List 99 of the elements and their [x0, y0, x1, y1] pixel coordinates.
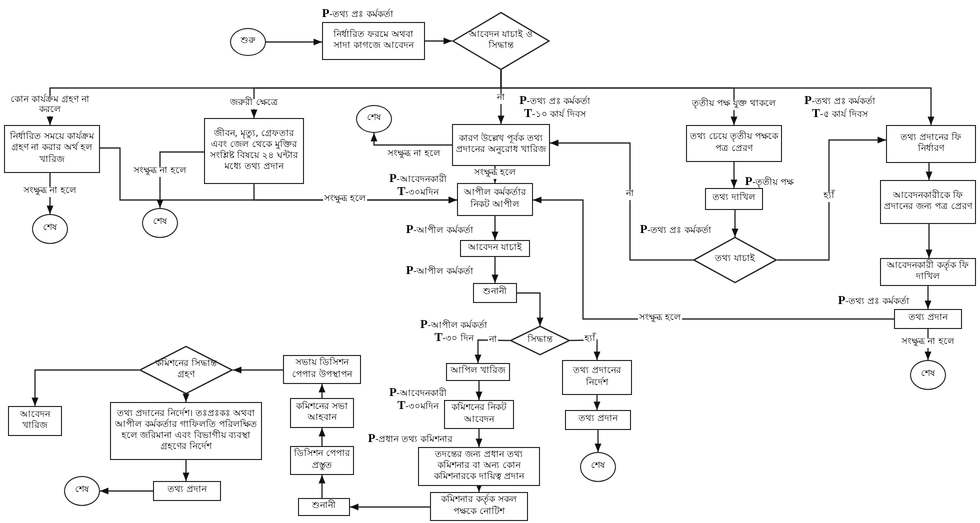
arrow	[926, 163, 932, 180]
arrow	[732, 210, 738, 237]
decision-diamond: সিদ্ধান্ত	[510, 326, 570, 355]
arrow	[425, 38, 452, 44]
arrow	[594, 430, 602, 452]
arrow	[32, 369, 139, 406]
process-box: আবেদন খারিজ	[8, 406, 62, 436]
annotation: T-৫ কার্য দিবস	[812, 106, 868, 121]
process-box: কমিশনের সভা আহবান	[290, 398, 354, 428]
annotation: P-আপীল কর্মকর্তা	[420, 317, 488, 332]
arrow	[476, 381, 482, 400]
annotation: P-আবেদনকারী	[389, 171, 447, 186]
edge-label: সংক্ষুব্ধ না হলে	[132, 167, 188, 177]
process-box: আবেদনকারী কর্তৃক ফি দাখিল	[880, 258, 976, 286]
process-box: আবেদনকারীকে ফি প্রদানের জন্য পত্র প্রেরণ	[880, 180, 976, 224]
process-box: তথ্য প্রদান	[153, 481, 221, 501]
process-box: জীবন, মৃত্যু, গ্রেফতার এবং জেল থেকে মুক্তির সংশ্লিষ্ট বিষয়ে ২৪ ঘন্টার মধ্যে তথ্য প্রদান	[204, 118, 304, 184]
arrow	[492, 216, 498, 240]
arrow	[350, 504, 430, 510]
annotation: P-আবেদনকারী	[389, 385, 447, 400]
arrow	[370, 133, 452, 146]
edge-label: কোন কার্যক্রম গ্রহণ না করলে	[9, 96, 91, 116]
arrow	[182, 460, 190, 481]
edge-label: সংক্ষুব্ধ না হলে	[386, 150, 442, 160]
process-box: নির্ধারিত সময়ে কার্যক্রম গ্রহণ না করার অর্থ হল খারিজ	[4, 125, 100, 173]
arrow	[474, 339, 510, 363]
process-box: আবেদন যাচাই	[460, 240, 530, 257]
arrow	[517, 292, 544, 326]
arrow	[318, 428, 326, 446]
terminal-circle: শুরু	[230, 28, 266, 56]
decision-diamond: তথ্য যাচাই	[693, 237, 777, 283]
arrow	[233, 366, 283, 374]
arrow	[318, 384, 326, 398]
annotation: P-তৃতীয় পক্ষ	[745, 174, 794, 189]
edge-label: হ্যাঁ	[822, 192, 836, 202]
annotation: T-৩০ দিন	[434, 330, 474, 345]
edge-label: সংক্ষুব্ধ হলে	[323, 195, 367, 205]
process-box: তথ্য চেয়ে তৃতীয় পক্ষকে পত্র প্রেরণ	[686, 125, 782, 162]
process-box: আপীল কর্মকর্তার নিকট আপীল	[457, 183, 533, 216]
process-box: শুনানী	[473, 283, 517, 303]
process-box: তথ্য প্রদানের নির্দেশ	[562, 360, 632, 395]
annotation: P-আপীল কর্মকর্তা	[406, 263, 474, 278]
terminal-circle: শেষ	[910, 360, 946, 390]
annotation: P-তথ্য প্রঃ কর্মকর্তা	[640, 222, 712, 237]
edge-label: হ্যাঁ	[584, 335, 596, 345]
edge-label: তৃতীয় পক্ষ যুক্ত থাকলে	[691, 100, 777, 110]
arrow	[777, 136, 886, 261]
arrow	[500, 70, 934, 125]
annotation: P-তথ্য প্রঃ কর্মকর্তা	[804, 93, 876, 108]
process-box: কারণ উল্লেখ পূর্বক তথ্য প্রদানের অনুরোধ খারিজ	[452, 124, 550, 166]
annotation: T-৩০মদিন	[397, 398, 439, 413]
process-box: কমিশনার কর্তৃক সকল পক্ষকে নোটিশ	[430, 492, 528, 521]
process-box: তথ্য প্রদানের নির্দেশ। তঃপ্রঃকঃ অথবা আপীল কর্মকর্তার গাফিলতি পরিলক্ষিত হলে জরিমানা এবং বিভাগীয় ব্যবস্থা গ্রহণের নির্দেশ	[110, 402, 262, 460]
arrow	[730, 162, 738, 188]
process-box: তদন্তের জন্য প্রধান তথ্য কমিশনার বা অন্য কোন কমিশনারকে দায়িত্ব প্রদান	[418, 447, 540, 486]
annotation: P-তথ্য প্রঃ কর্মকর্তা	[838, 293, 910, 308]
process-box: তথ্য প্রদান	[894, 309, 962, 329]
arrow	[594, 395, 600, 410]
annotation: P-আপীল কর্মকর্তা	[406, 222, 474, 237]
process-box: শুনানী	[298, 498, 350, 516]
arrow	[550, 140, 693, 261]
arrow	[182, 394, 190, 402]
arrow	[100, 488, 153, 494]
terminal-circle: শেষ	[356, 105, 392, 133]
edge-label: সংক্ষুব্ধ হলে	[473, 169, 517, 179]
process-box: নির্ধারিত ফরমে অথবা সাদা কাগজে আবেদন	[322, 22, 425, 60]
terminal-circle: শেষ	[580, 452, 616, 482]
edge-label: সংক্ষুব্ধ না হলে	[900, 338, 956, 348]
arrow	[476, 484, 482, 492]
arrow	[926, 224, 932, 258]
terminal-circle: শেষ	[32, 214, 68, 244]
annotation: P-তথ্য প্রঃ কর্মকর্তা	[322, 6, 394, 21]
annotation: P-প্রধান তথ্য কমিশনার	[368, 431, 452, 446]
arrow	[266, 38, 322, 46]
process-box: সভায় ডিসিশন পেপার উপস্থাপন	[283, 355, 361, 384]
decision-diamond: কমিশনের সিদ্ধান্ত গ্রহণ	[139, 346, 233, 394]
process-box: তথ্য প্রদানের ফি নির্ধারণ	[886, 125, 976, 163]
process-box: আপিল খারিজ	[446, 363, 510, 381]
edge-label: না	[625, 190, 635, 200]
process-box: তথ্য দাখিল	[705, 188, 763, 210]
edge-label: না	[496, 94, 506, 104]
annotation: T-৩০মদিন	[397, 184, 439, 199]
arrow	[318, 475, 326, 498]
arrow	[924, 286, 932, 309]
annotation: T-১০ কার্য দিবস	[524, 106, 586, 121]
arrow	[533, 196, 894, 320]
process-box: তথ্য প্রদান	[565, 410, 631, 430]
edge-label: জরুরী ক্ষেত্রে	[229, 99, 279, 109]
process-box: কমিশনের নিকট আবেদন	[444, 400, 514, 429]
arrow	[156, 151, 204, 208]
decision-diamond: আবেদন যাচাই ও সিদ্ধান্ত	[452, 12, 550, 70]
arrow	[492, 257, 498, 283]
arrow	[476, 429, 482, 447]
edge-label: সংক্ষুব্ধ হলে	[638, 314, 682, 324]
process-box: ডিসিশন পেপার প্রস্তুত	[290, 446, 354, 475]
terminal-circle: শেষ	[64, 476, 100, 506]
terminal-circle: শেষ	[142, 208, 178, 238]
edge-label: সংক্ষুব্ধ না হলে	[22, 187, 78, 197]
annotation: P-তথ্য প্রঃ কর্মকর্তা	[519, 93, 591, 108]
